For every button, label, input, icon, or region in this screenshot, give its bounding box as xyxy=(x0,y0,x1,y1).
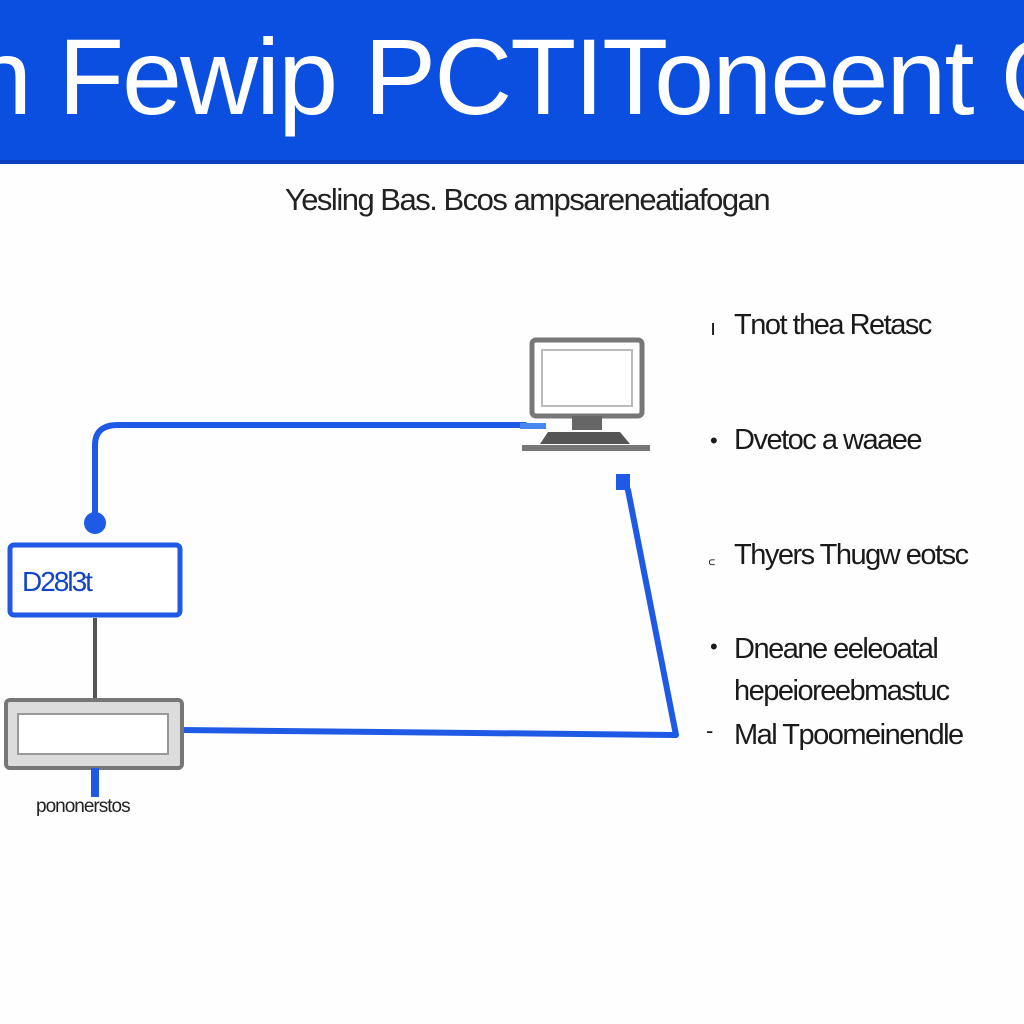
desktop-computer-icon xyxy=(520,337,650,451)
title-banner: n Fewip PCTIToneent Cont xyxy=(0,0,1024,164)
page-title: n Fewip PCTIToneent Cont xyxy=(0,16,1024,137)
legend-bullet: • xyxy=(710,634,718,659)
node-label-box xyxy=(7,542,183,618)
legend-bullet: ꜀ xyxy=(708,543,716,568)
node-label: D28l3t xyxy=(22,566,93,597)
legend-item: hepeioreebmastuc xyxy=(734,675,950,707)
legend-item: Dneane eeleoatal xyxy=(734,633,939,665)
legend-item: Tnot thea Retasc xyxy=(734,309,932,341)
legend-item: Thyers Thugw eotsc xyxy=(734,539,969,571)
connector-right xyxy=(177,475,679,738)
connector-top xyxy=(92,422,528,523)
legend-item: Mal Tpoomeinendle xyxy=(734,719,964,751)
device-caption: pononerstos xyxy=(36,796,131,817)
legend-item: Dvetoc a waaee xyxy=(734,424,922,456)
router-device-icon xyxy=(4,698,184,770)
legend-bullet: • xyxy=(710,428,718,453)
diagram-subtitle: Yesling Bas. Bcos ampsareneatiafogan xyxy=(284,182,771,217)
legend-bullet: ı xyxy=(710,315,717,340)
connector-node-dot xyxy=(84,512,106,534)
legend-bullet: - xyxy=(706,718,714,743)
